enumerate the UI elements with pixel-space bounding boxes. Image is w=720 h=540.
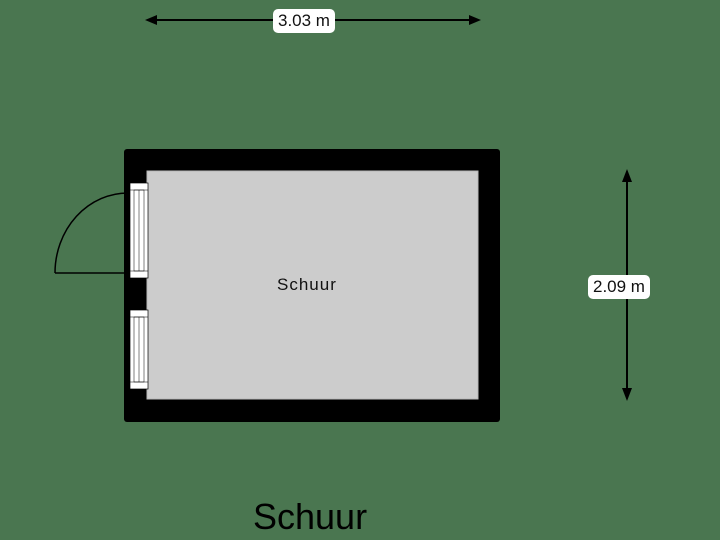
plan-title: Schuur	[253, 496, 368, 537]
room-floor	[146, 170, 479, 400]
width-dimension-label: 3.03 m	[273, 9, 335, 33]
room-name-label: Schuur	[277, 275, 337, 294]
door-swing-icon	[54, 192, 130, 274]
window-bottom	[129, 309, 149, 390]
window-top	[129, 182, 149, 279]
height-dimension-label: 2.09 m	[588, 275, 650, 299]
